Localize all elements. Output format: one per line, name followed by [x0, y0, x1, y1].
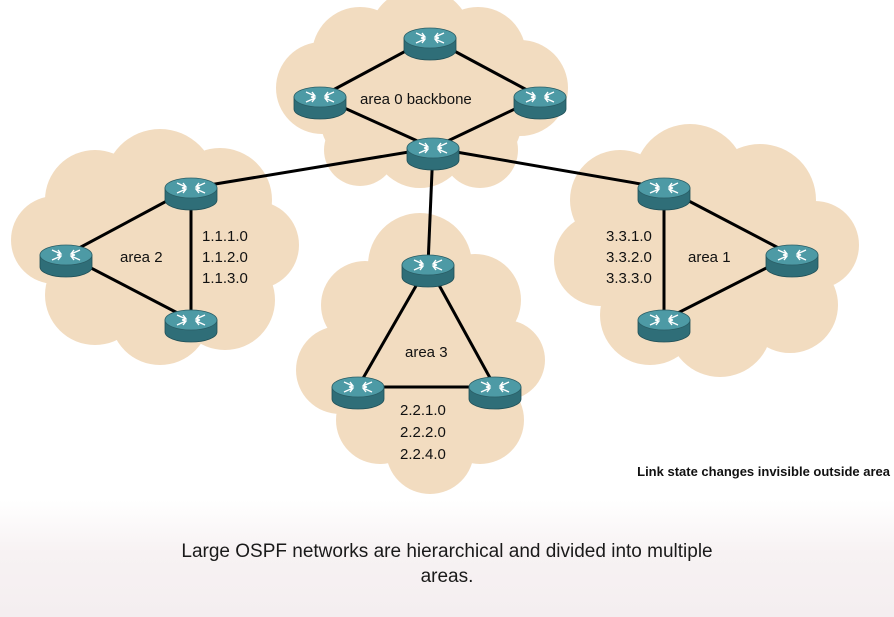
area-0-label: area 0 backbone — [360, 91, 472, 108]
area-3-network: 2.2.2.0 — [400, 424, 446, 441]
labels: area 0 backbone area 2 area 3 area 1 1.1… — [120, 91, 891, 479]
router-icon — [293, 86, 347, 120]
area-1-network: 3.3.2.0 — [606, 249, 652, 266]
area-2-network: 1.1.3.0 — [202, 270, 248, 287]
router-icon — [513, 86, 567, 120]
router-icon — [164, 309, 218, 343]
router-icon — [468, 376, 522, 410]
router-icon — [39, 244, 93, 278]
area-3-label: area 3 — [405, 344, 448, 361]
area-1-network: 3.3.1.0 — [606, 228, 652, 245]
link-line — [190, 146, 434, 190]
area-2-label: area 2 — [120, 249, 163, 266]
caption-background — [0, 500, 894, 617]
caption-line-1: Large OSPF networks are hierarchical and… — [181, 541, 713, 562]
router-icon — [637, 309, 691, 343]
router-icon — [401, 254, 455, 288]
router-icon — [637, 177, 691, 211]
caption-line-2: areas. — [420, 566, 474, 587]
area-1-network: 3.3.3.0 — [606, 270, 652, 287]
routers — [39, 27, 819, 410]
router-icon — [406, 137, 460, 171]
router-icon — [164, 177, 218, 211]
link-line — [432, 146, 665, 190]
note-label: Link state changes invisible outside are… — [637, 464, 891, 479]
router-icon — [765, 244, 819, 278]
area-3-network: 2.2.4.0 — [400, 446, 446, 463]
area-2-network: 1.1.1.0 — [202, 228, 248, 245]
area-clouds — [11, 0, 859, 494]
router-icon — [403, 27, 457, 61]
area-1-cloud — [554, 124, 859, 377]
area-2-network: 1.1.2.0 — [202, 249, 248, 266]
area-1-label: area 1 — [688, 249, 731, 266]
area-3-network: 2.2.1.0 — [400, 402, 446, 419]
router-icon — [331, 376, 385, 410]
